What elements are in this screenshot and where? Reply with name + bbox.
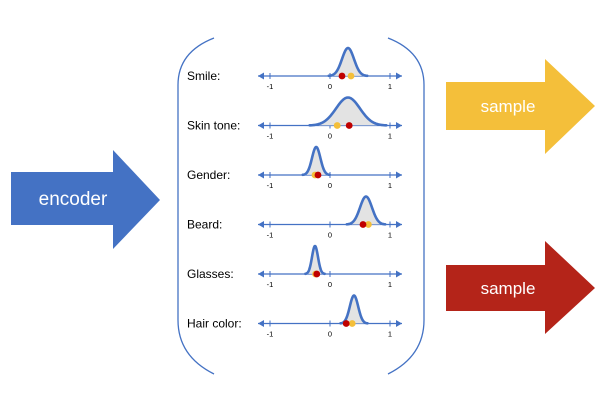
tick-label: 1 [388,181,392,190]
distribution-curve [308,96,388,127]
tick-label: 0 [328,280,332,289]
distribution-fill [346,196,386,225]
tick-label: 1 [388,82,392,91]
attribute-row-gender: Gender: -1 0 1 [187,145,402,190]
sample-dot-yellow [347,72,355,80]
attribute-label: Glasses: [187,267,234,281]
distribution-fill [328,48,368,76]
sample-arrow-yellow: sample [446,59,595,154]
tick-label: -1 [267,82,274,91]
axis-arrow-left [258,72,264,80]
tick-label: 0 [328,132,332,141]
axis-arrow-left [258,221,264,228]
attribute-row-smile: Smile: -1 0 1 [187,46,402,91]
tick-label: 0 [328,330,332,339]
distribution-curve [301,145,331,177]
distribution-fill [309,97,387,126]
encoder-arrow: encoder [11,150,160,249]
attribute-row-glasses: Glasses: -1 0 1 [187,244,402,289]
axis-arrow-right [396,171,402,179]
encoder-arrow-shape [11,150,160,249]
tick-label: 1 [388,330,392,339]
sample-dot-red [314,171,322,179]
tick-label: -1 [267,132,274,141]
tick-label: 0 [328,181,332,190]
axis-arrow-left [258,270,264,278]
attribute-label: Gender: [187,168,230,182]
sample-dot-red [313,270,321,278]
left-bracket [177,37,215,375]
tick-label: -1 [267,330,274,339]
attribute-row-hair-color: Hair color: -1 0 1 [187,294,402,339]
tick-label: 1 [388,231,392,240]
attribute-label: Hair color: [187,317,242,331]
sample-dot-red [342,320,350,327]
right-bracket [387,37,425,375]
distribution-curve [327,46,369,78]
axis-arrow-left [258,122,264,129]
tick-label: -1 [267,231,274,240]
sample-label-red: sample [481,279,536,298]
axis-arrow-left [258,320,264,327]
sample-dot-red [359,221,367,228]
sample-arrow-red: sample [446,241,595,334]
tick-label: 1 [388,280,392,289]
sample-arrow-yellow-shape [446,59,595,154]
distribution-curve [304,244,326,276]
sample-dot-red [338,72,346,80]
axis-arrow-left [258,171,264,179]
tick-label: -1 [267,181,274,190]
sample-dot-yellow [333,122,341,129]
axis-arrow-right [396,221,402,228]
sample-label-yellow: sample [481,97,536,116]
sample-dot-red [345,122,353,129]
tick-label: 1 [388,132,392,141]
attribute-row-skin-tone: Skin tone: -1 0 1 [187,96,402,141]
tick-label: -1 [267,280,274,289]
tick-label: 0 [328,82,332,91]
attribute-row-beard: Beard: -1 0 1 [187,195,402,240]
attribute-label: Smile: [187,69,220,83]
sample-dot-yellow [365,221,372,228]
attribute-label: Beard: [187,218,222,232]
sample-dot-yellow [348,320,356,327]
axis-arrow-right [396,122,402,129]
axis-arrow-right [396,72,402,80]
attribute-label: Skin tone: [187,119,240,133]
axis-arrow-right [396,270,402,278]
sample-arrow-red-shape [446,241,595,334]
axis-arrow-right [396,320,402,327]
tick-label: 0 [328,231,332,240]
encoder-label: encoder [39,189,108,210]
distribution-curve [345,195,387,226]
